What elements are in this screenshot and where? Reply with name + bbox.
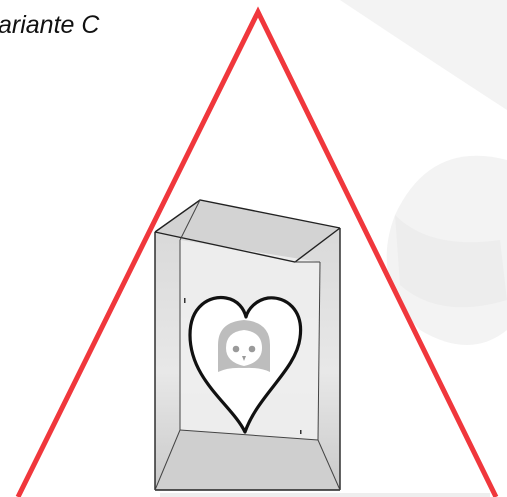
background-watermark [340, 0, 507, 345]
warning-triangle [15, 6, 499, 497]
box-top-face [155, 200, 340, 262]
variant-caption: ariante C [0, 11, 100, 39]
box-floor [155, 430, 340, 490]
owl-icon [218, 320, 270, 372]
